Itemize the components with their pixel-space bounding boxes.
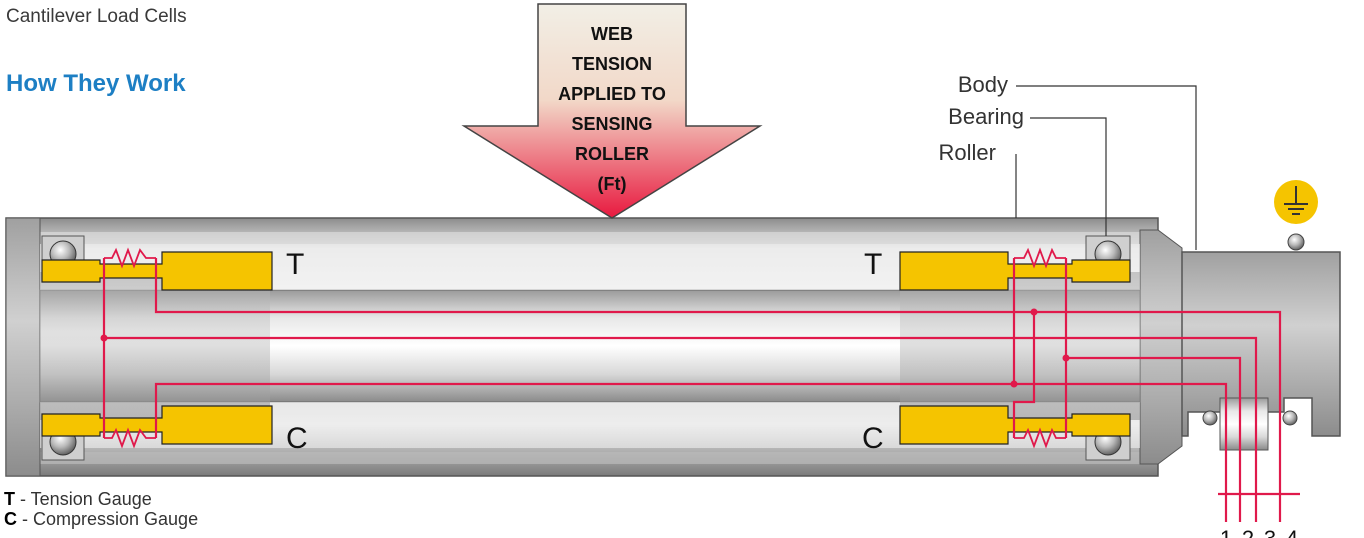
strain-resistors	[104, 247, 1066, 449]
arrow-label-line: SENSING	[571, 114, 652, 134]
web-tension-arrow: WEB TENSION APPLIED TO SENSING ROLLER (F…	[461, 3, 763, 219]
gauge-mark-compression-right: C	[862, 422, 884, 455]
gauge-beams	[41, 251, 1131, 445]
arrow-label-line: ROLLER	[575, 144, 649, 164]
page-subtitle: Cantilever Load Cells	[6, 6, 187, 27]
wire-junctions	[100, 308, 1070, 388]
body-block	[1181, 233, 1341, 451]
arrow-label-line: WEB	[591, 24, 633, 44]
terminal-4: 4	[1286, 526, 1298, 538]
gauge-mark-tension-right: T	[864, 248, 882, 281]
arrow-label-line: APPLIED TO	[558, 84, 666, 104]
gauge-mark-tension-left: T	[286, 248, 304, 281]
terminal-2: 2	[1242, 526, 1254, 538]
arrow-label-line: TENSION	[572, 54, 652, 74]
callout-lines	[1015, 85, 1197, 250]
legend-text: - Compression Gauge	[17, 509, 199, 529]
page-heading: How They Work	[6, 70, 186, 97]
gauge-mark-compression-left: C	[286, 422, 308, 455]
callout-body: Body	[958, 72, 1008, 97]
callout-roller: Roller	[939, 140, 996, 165]
terminal-3: 3	[1264, 526, 1276, 538]
arrow-label-line: (Ft)	[598, 174, 627, 194]
legend-text: - Tension Gauge	[15, 489, 152, 509]
legend-compression: C - Compression Gauge	[4, 510, 198, 528]
ground-symbol-icon	[1274, 180, 1318, 224]
strain-resistor-icon	[1014, 247, 1066, 269]
terminal-1: 1	[1220, 526, 1232, 538]
strain-resistor-icon	[104, 247, 156, 269]
legend-key: T	[4, 489, 15, 509]
strain-resistor-icon	[1014, 427, 1066, 449]
legend-tension: T - Tension Gauge	[4, 490, 152, 508]
strain-resistor-icon	[104, 427, 156, 449]
wiring	[102, 258, 1300, 522]
ground-screw-icon	[1287, 233, 1305, 251]
legend-key: C	[4, 509, 17, 529]
callout-bearing: Bearing	[948, 104, 1024, 129]
